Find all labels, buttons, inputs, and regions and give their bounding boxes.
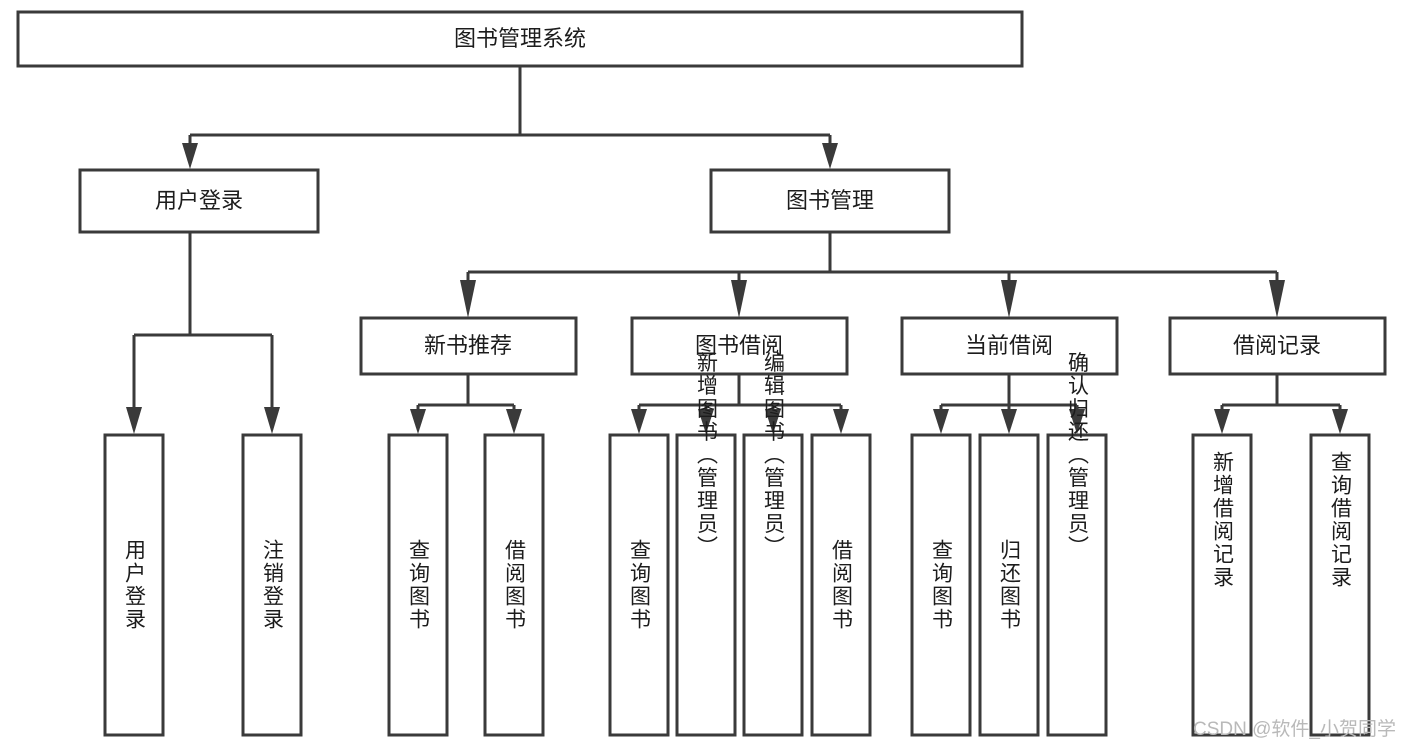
arrow-userlogin-leaf-2 (264, 407, 280, 434)
node-book-management-box[interactable] (709, 168, 951, 234)
arrow-bookmgmt-to-record (1269, 280, 1285, 318)
leaf-user-login-1-label: 用户登录 (123, 539, 147, 631)
leaf-new-book-2-box[interactable] (483, 433, 545, 737)
arrow-newbook-leaf-1 (410, 409, 426, 434)
leaf-new-book-1[interactable]: 查询图书 (387, 433, 449, 737)
node-book-management[interactable]: 图书管理 (709, 168, 951, 234)
leaf-book-borrow-4-box[interactable] (810, 433, 872, 737)
leaf-book-borrow-2-box[interactable] (675, 433, 737, 737)
arrow-borrow-leaf-2 (698, 409, 714, 434)
node-new-book-recommend-box[interactable] (359, 316, 578, 376)
node-book-borrow[interactable]: 图书借阅 (630, 316, 849, 376)
leaf-book-borrow-1-box[interactable] (608, 433, 670, 737)
leaf-user-login-2-label: 注销登录 (261, 539, 285, 631)
node-user-login-box[interactable] (78, 168, 320, 234)
leaf-user-login-1-box[interactable] (103, 433, 165, 737)
node-borrow-record[interactable]: 借阅记录 (1168, 316, 1387, 376)
arrow-current-leaf-2 (1001, 409, 1017, 434)
leaf-borrow-record-1-label: 新增借阅记录 (1211, 451, 1235, 589)
leaf-book-borrow-4[interactable]: 借阅图书 (810, 433, 872, 737)
leaf-borrow-record-2-label: 查询借阅记录 (1329, 451, 1353, 589)
node-root-system[interactable]: 图书管理系统 (16, 10, 1024, 68)
node-current-borrow[interactable]: 当前借阅 (900, 316, 1119, 376)
arrow-current-leaf-1 (933, 409, 949, 434)
leaf-current-borrow-1[interactable]: 查询图书 (910, 433, 972, 737)
leaf-new-book-2-label: 借阅图书 (503, 539, 527, 631)
leaf-user-login-2[interactable]: 注销登录 (241, 433, 303, 737)
node-new-book-recommend[interactable]: 新书推荐 (359, 316, 578, 376)
leaf-current-borrow-1-label: 查询图书 (930, 539, 954, 631)
leaf-user-login-2-box[interactable] (241, 433, 303, 737)
leaf-book-borrow-3-box[interactable] (742, 433, 804, 737)
leaf-new-book-1-label: 查询图书 (407, 539, 431, 631)
arrow-borrow-leaf-3 (765, 409, 781, 434)
leaf-borrow-record-1-box[interactable] (1191, 433, 1253, 737)
leaf-book-borrow-1-label: 查询图书 (628, 539, 652, 631)
leaf-current-borrow-3[interactable]: 确认归还（管理员） (1046, 352, 1108, 737)
leaf-current-borrow-2-label: 归还图书 (998, 539, 1022, 631)
leaf-current-borrow-2-box[interactable] (978, 433, 1040, 737)
leaf-book-borrow-2[interactable]: 新增图书（管理员） (675, 352, 737, 737)
leaf-new-book-2[interactable]: 借阅图书 (483, 433, 545, 737)
node-user-login[interactable]: 用户登录 (78, 168, 320, 234)
leaf-book-borrow-1[interactable]: 查询图书 (608, 433, 670, 737)
arrow-record-leaf-2 (1332, 409, 1348, 434)
arrow-userlogin-leaf-1 (126, 407, 142, 434)
node-current-borrow-label: 当前借阅 (965, 333, 1053, 358)
node-book-borrow-box[interactable] (630, 316, 849, 376)
node-book-borrow-label: 图书借阅 (695, 333, 783, 358)
leaf-borrow-record-1[interactable]: 新增借阅记录 (1191, 433, 1253, 737)
leaf-current-borrow-1-box[interactable] (910, 433, 972, 737)
arrow-borrow-leaf-1 (631, 409, 647, 434)
node-new-book-recommend-label: 新书推荐 (424, 333, 512, 358)
arrow-root-to-userlogin (182, 143, 198, 169)
leaf-user-login-1[interactable]: 用户登录 (103, 433, 165, 737)
leaf-borrow-record-2-box[interactable] (1309, 433, 1371, 737)
node-root-label: 图书管理系统 (454, 26, 586, 51)
arrow-bookmgmt-to-current (1001, 280, 1017, 318)
leaf-new-book-1-box[interactable] (387, 433, 449, 737)
watermark-label: CSDN @软件_小贺同学 (1193, 718, 1396, 740)
leaf-current-borrow-3-box[interactable] (1046, 433, 1108, 737)
leaf-book-borrow-4-label: 借阅图书 (830, 539, 854, 631)
arrow-bookmgmt-to-newbook (460, 280, 476, 318)
arrow-root-to-bookmgmt (822, 143, 838, 169)
leaf-book-borrow-3-label: 编辑图书（管理员） (762, 352, 786, 559)
leaf-book-borrow-3[interactable]: 编辑图书（管理员） (742, 352, 804, 737)
node-borrow-record-label: 借阅记录 (1233, 333, 1321, 358)
arrow-bookmgmt-to-borrow (731, 280, 747, 318)
node-user-login-label: 用户登录 (155, 188, 243, 213)
connector-layer (126, 66, 1348, 434)
node-root-box[interactable] (16, 10, 1024, 68)
leaf-book-borrow-2-label: 新增图书（管理员） (695, 352, 719, 559)
leaf-borrow-record-2[interactable]: 查询借阅记录 (1309, 433, 1371, 737)
node-borrow-record-box[interactable] (1168, 316, 1387, 376)
arrow-newbook-leaf-2 (506, 409, 522, 434)
leaf-current-borrow-3-label: 确认归还（管理员） (1066, 352, 1090, 559)
arrow-current-leaf-3 (1069, 409, 1085, 434)
node-current-borrow-box[interactable] (900, 316, 1119, 376)
arrow-record-leaf-1 (1214, 409, 1230, 434)
leaf-current-borrow-2[interactable]: 归还图书 (978, 433, 1040, 737)
arrow-borrow-leaf-4 (833, 409, 849, 434)
node-book-management-label: 图书管理 (786, 188, 874, 213)
